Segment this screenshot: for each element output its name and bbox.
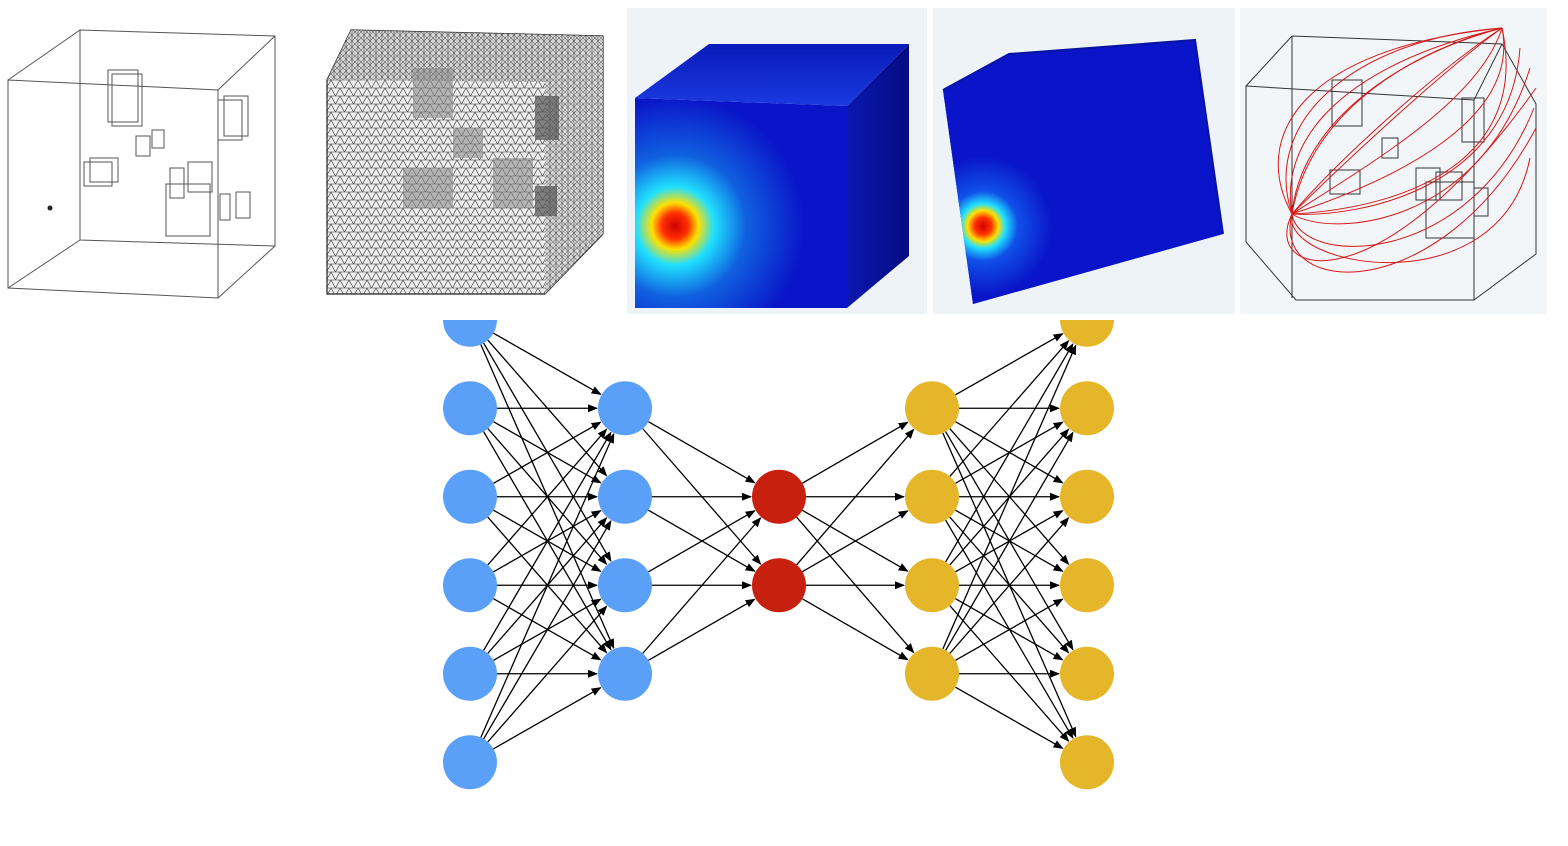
network-edge <box>949 340 1070 477</box>
streamline-panel <box>1240 8 1547 314</box>
inner-box <box>219 193 231 221</box>
output-node <box>1060 381 1114 436</box>
inner-box <box>135 135 151 157</box>
encoder-hidden-node <box>598 381 652 436</box>
network-edge <box>483 431 612 651</box>
inner-box <box>217 99 243 141</box>
bottleneck-node <box>752 558 806 613</box>
wireframe-cube-icon <box>7 29 276 299</box>
cube-side-face <box>847 44 909 308</box>
network-edge <box>955 333 1064 396</box>
cube-front-face <box>635 98 847 308</box>
network-nodes <box>443 320 1114 790</box>
output-node <box>1060 320 1114 347</box>
output-node <box>1060 646 1114 701</box>
autoencoder-network <box>443 320 1114 790</box>
input-node <box>443 381 497 436</box>
network-edge <box>945 343 1074 563</box>
network-edge <box>942 344 1077 650</box>
geometry-panel <box>0 8 310 314</box>
decoder-hidden-node <box>905 646 959 701</box>
bottleneck-node <box>752 469 806 524</box>
input-node <box>443 558 497 613</box>
decoder-hidden-node <box>905 381 959 436</box>
decoder-hidden-node <box>905 558 959 613</box>
field-panel-narrow <box>933 8 1235 314</box>
network-edge <box>955 686 1064 749</box>
network-edge <box>945 431 1074 651</box>
inner-box <box>169 167 185 199</box>
network-edge <box>493 687 602 750</box>
streamline-cube-icon <box>1245 27 1537 301</box>
decoder-hidden-node <box>905 469 959 524</box>
inner-box <box>107 69 139 123</box>
network-edge <box>648 421 756 484</box>
network-edge <box>493 421 602 484</box>
network-edge <box>648 510 756 573</box>
network-edge <box>802 510 909 573</box>
network-edge <box>802 421 909 484</box>
network-edge <box>642 517 762 654</box>
input-node <box>443 646 497 701</box>
cube-outline <box>1245 35 1537 301</box>
output-node <box>1060 558 1114 613</box>
network-edge <box>480 432 615 738</box>
encoder-hidden-node <box>598 558 652 613</box>
input-node <box>443 735 497 790</box>
streamlines <box>1277 27 1537 273</box>
network-edge <box>483 520 612 740</box>
input-node <box>443 469 497 524</box>
encoder-hidden-node <box>598 469 652 524</box>
inner-box <box>83 161 113 187</box>
cube-top-face <box>635 44 909 106</box>
inner-box <box>165 183 211 237</box>
network-edge <box>487 605 608 743</box>
encoder-hidden-node <box>598 646 652 701</box>
network-edge <box>955 598 1064 661</box>
network-edges <box>480 332 1077 750</box>
input-node <box>443 320 497 347</box>
source-point <box>47 205 53 211</box>
network-edge <box>796 428 915 566</box>
network-edge <box>493 332 602 395</box>
field-cube-icon <box>942 38 1224 304</box>
field-cube-icon <box>635 44 909 308</box>
cube-front-face <box>7 79 219 299</box>
field-panel-wide <box>627 8 927 314</box>
network-edge <box>487 428 608 566</box>
network-edge <box>802 598 909 661</box>
network-edge <box>949 517 1070 654</box>
network-edge <box>648 598 756 661</box>
cube-back-face <box>79 29 276 247</box>
output-node <box>1060 735 1114 790</box>
meshed-cube-icon <box>326 29 604 295</box>
mesh-panel <box>313 8 623 314</box>
output-node <box>1060 469 1114 524</box>
